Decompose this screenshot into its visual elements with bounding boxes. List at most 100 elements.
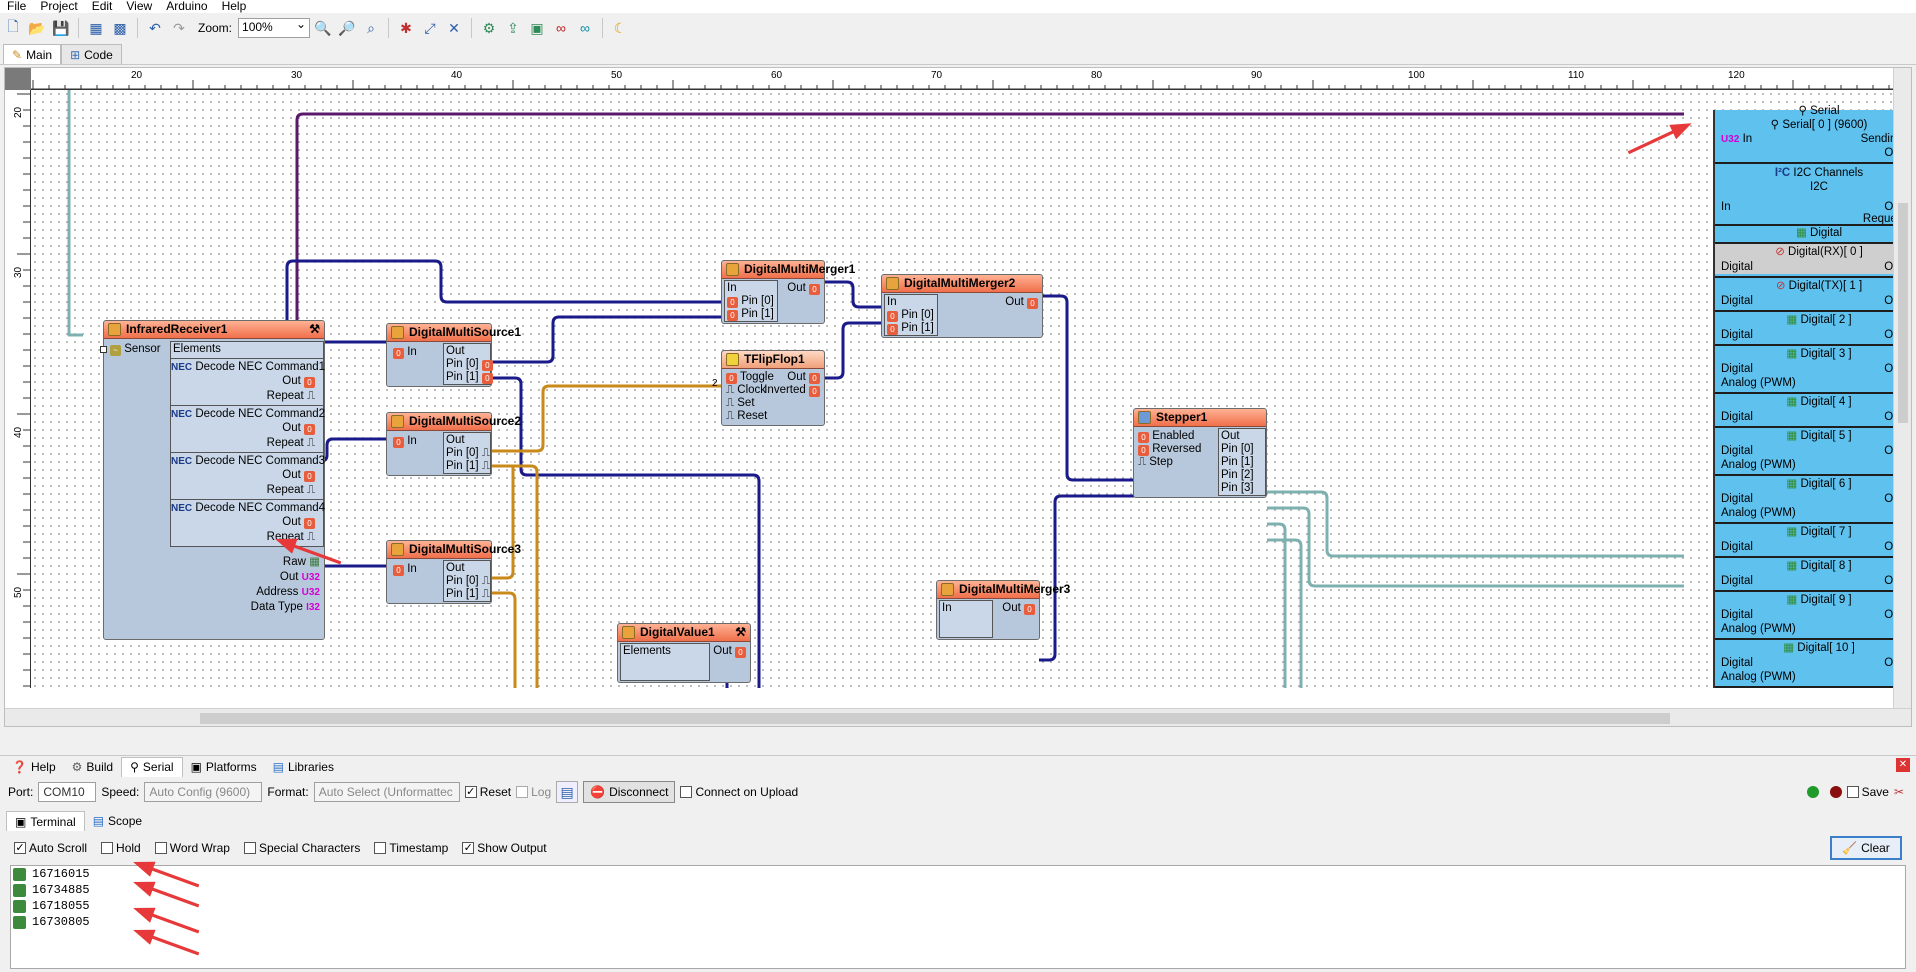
pin-out[interactable]: Out 0 (1715, 260, 1895, 274)
serial-sending-pin[interactable]: Sending 0 (1715, 132, 1895, 146)
auto-scroll-checkbox[interactable]: ✓Auto Scroll (14, 841, 88, 855)
tab-code[interactable]: ⊞Code (61, 44, 122, 64)
node-title[interactable]: Stepper1 (1134, 409, 1266, 427)
save-project-icon[interactable]: 💾 (52, 19, 70, 36)
tab-build[interactable]: ⚙Build (71, 759, 114, 774)
pin-digital-in[interactable]: Digital (1721, 493, 1753, 505)
wire[interactable] (824, 280, 881, 309)
connect-on-upload-checkbox[interactable]: Connect on Upload (680, 785, 798, 799)
decode-nec-command2[interactable]: NEC Decode NEC Command2 Out 0 Repeat ⎍ (171, 405, 325, 451)
wire[interactable] (491, 591, 517, 688)
wrench-icon[interactable]: ⚒ (309, 322, 320, 336)
node-title[interactable]: DigitalMultiMerger3 (937, 581, 1070, 599)
log-file-icon[interactable]: ▤ (556, 781, 579, 803)
pin-out[interactable]: Out 0 (1715, 362, 1895, 376)
digital-multi-source3-node[interactable]: DigitalMultiSource3 0 In Out Pin [0] ⎍ P… (386, 540, 521, 604)
pin-digital-in[interactable]: Digital (1721, 261, 1753, 273)
node-title[interactable]: DigitalMultiSource3 (387, 541, 521, 559)
pin-out[interactable]: Out 0 (1715, 656, 1895, 670)
node-title[interactable]: DigitalMultiMerger2 (882, 275, 1042, 293)
timestamp-checkbox[interactable]: Timestamp (374, 841, 448, 855)
wire[interactable] (491, 466, 515, 580)
pin-analog-pwm[interactable]: Analog (PWM) (1721, 377, 1796, 389)
pin-out[interactable]: Out 0 (1715, 608, 1895, 622)
disconnect-button[interactable]: ⛔Disconnect (583, 781, 676, 803)
clear-button[interactable]: 🧹Clear (1830, 836, 1902, 860)
wire[interactable] (266, 259, 721, 369)
vertical-scrollbar[interactable] (1893, 68, 1911, 708)
wire[interactable] (824, 321, 881, 380)
wire-tool-icon[interactable]: ⤢ (424, 19, 436, 36)
node-title[interactable]: InfraredReceiver1⚒ (104, 321, 324, 339)
pin-digital-in[interactable]: Digital (1721, 295, 1753, 307)
tab-help[interactable]: ❓Help (12, 759, 56, 774)
menu-file[interactable]: File (7, 0, 27, 13)
pin-out[interactable]: Out 0 (1715, 492, 1895, 506)
wire[interactable] (491, 315, 721, 364)
speed-select[interactable]: Auto Config (9600) (144, 782, 263, 802)
pin-out[interactable]: Out 0 (1715, 328, 1895, 342)
pin-digital-in[interactable]: Digital (1721, 609, 1753, 621)
pin-digital-in[interactable]: Digital (1721, 541, 1753, 553)
wire[interactable] (1267, 506, 1684, 588)
infrared-receiver-node[interactable]: InfraredReceiver1⚒ ~ Sensor Elements NEC… (100, 320, 325, 640)
pin-out[interactable]: Out 0 (1715, 540, 1895, 554)
arduino-icon[interactable]: ∞ (580, 20, 590, 36)
digital-multi-merger1-node[interactable]: DigitalMultiMerger1 In 0 Pin [0] 0 Pin [… (721, 260, 855, 324)
wire[interactable] (1267, 522, 1287, 688)
pin-digital-in[interactable]: Digital (1721, 411, 1753, 423)
decode-nec-command4[interactable]: NEC Decode NEC Command4 Out 0 Repeat ⎍ (171, 499, 325, 547)
horizontal-scrollbar[interactable] (5, 708, 1911, 726)
scroll-thumb[interactable] (1898, 203, 1908, 423)
components-icon[interactable]: ✱ (400, 19, 412, 36)
reset-checkbox[interactable]: ✓Reset (464, 785, 512, 799)
pin-digital-in[interactable]: Digital (1721, 445, 1753, 457)
compile-icon[interactable]: ⚙ (482, 19, 496, 36)
night-mode-icon[interactable]: ☾ (613, 19, 627, 36)
tflipflop-node[interactable]: TFlipFlop1 0 Toggle ⎍ Clock ⎍ Set ⎍ Rese… (712, 350, 825, 426)
board-icon[interactable]: ▣ (530, 19, 544, 36)
format-select[interactable]: Auto Select (Unformattec (313, 782, 460, 802)
i2c-in-pin[interactable]: In (1721, 201, 1731, 213)
tab-scope[interactable]: ▤Scope (92, 814, 143, 828)
pin-out[interactable]: Out 0 (1715, 444, 1895, 458)
zoom-select[interactable]: 100% (238, 17, 311, 38)
wire[interactable] (491, 376, 761, 688)
tab-serial[interactable]: ⚲Serial (121, 756, 183, 777)
undo-icon[interactable]: ↶ (149, 19, 161, 36)
upload-icon[interactable]: ⇪ (507, 19, 519, 36)
menu-arduino[interactable]: Arduino (166, 0, 208, 13)
word-wrap-checkbox[interactable]: Word Wrap (154, 841, 230, 855)
digital-multi-merger2-node[interactable]: DigitalMultiMerger2 In 0 Pin [0] 0 Pin [… (881, 274, 1043, 338)
node-title[interactable]: TFlipFlop1 (722, 351, 824, 369)
decode-nec-command3[interactable]: NEC Decode NEC Command3 Out 0 Repeat ⎍ (171, 452, 325, 498)
special-characters-checkbox[interactable]: Special Characters (243, 841, 360, 855)
wire[interactable] (1267, 538, 1303, 688)
wire[interactable] (1267, 490, 1684, 558)
close-panel-icon[interactable]: ✕ (1896, 758, 1910, 772)
wire[interactable] (67, 90, 83, 337)
tab-terminal[interactable]: ▣Terminal (6, 811, 85, 831)
open-project-icon[interactable]: 📂 (28, 19, 46, 36)
hold-checkbox[interactable]: Hold (101, 841, 141, 855)
new-project-icon[interactable]: 🗋 (7, 18, 19, 34)
pin-digital-in[interactable]: Digital (1721, 329, 1753, 341)
menu-help[interactable]: Help (221, 0, 247, 13)
save-checkbox[interactable]: Save (1846, 785, 1889, 799)
terminal-output[interactable]: 16716015 16734885 16718055 16730805 (10, 865, 1906, 969)
wire[interactable] (491, 384, 721, 453)
tab-main[interactable]: ✎Main (3, 44, 62, 64)
node-title[interactable]: DigitalMultiSource2 (387, 413, 521, 431)
i2c-out-pin[interactable]: Out ▤ (1884, 201, 1895, 213)
redo-icon[interactable]: ↷ (173, 19, 185, 36)
menu-view[interactable]: View (126, 0, 153, 13)
digital-multi-merger3-node[interactable]: DigitalMultiMerger3 In Out 0 (936, 580, 1070, 640)
pin-digital-in[interactable]: Digital (1721, 657, 1753, 669)
delete-wire-icon[interactable]: ✕ (448, 19, 460, 36)
tab-platforms[interactable]: ▣Platforms (190, 759, 257, 774)
pin-out[interactable]: Out 0 (1715, 574, 1895, 588)
tab-libraries[interactable]: ▤Libraries (272, 759, 334, 774)
wire[interactable] (491, 464, 539, 688)
node-title[interactable]: DigitalMultiSource1 (387, 324, 521, 342)
wrench-icon[interactable]: ⚒ (735, 625, 746, 639)
